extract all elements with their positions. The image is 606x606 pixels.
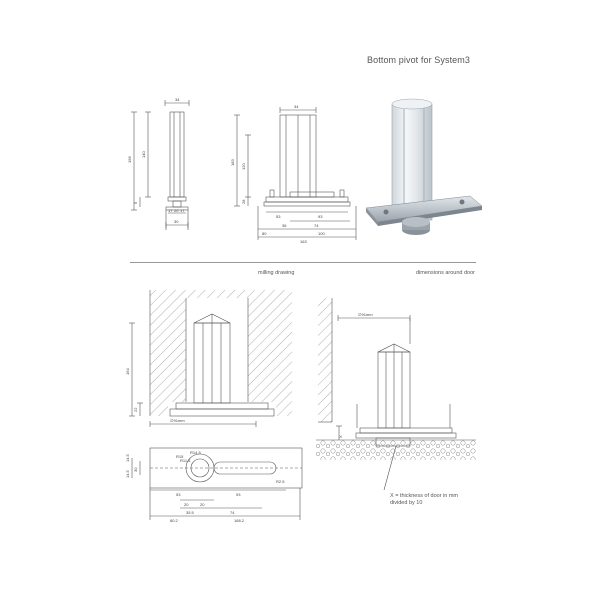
dim-label: ∅91mm — [358, 312, 373, 317]
dim-label: R14.5 — [190, 450, 201, 455]
dim-label: 35.5 — [186, 510, 195, 515]
dim-label: 30 — [174, 219, 179, 224]
drawing-side-view — [131, 100, 190, 230]
dim-label: 100 — [318, 231, 325, 236]
dim-label: 53 — [276, 214, 281, 219]
dim-label: 17 — [168, 208, 173, 213]
dim-label: 17 — [180, 208, 185, 213]
dim-label: 20 — [184, 502, 189, 507]
dim-label: 34 — [175, 97, 180, 102]
dim-label: 80.2 — [170, 518, 179, 523]
dim-label: 14.5 — [125, 453, 130, 462]
dim-label: 14.5 — [125, 469, 130, 478]
dim-label: ∅91mm — [170, 418, 185, 423]
dim-label: 5 — [133, 201, 138, 204]
dim-label: 93 — [236, 492, 241, 497]
dim-label: X — [338, 435, 343, 438]
dim-label: 196 — [127, 156, 132, 163]
dim-label: R2.5 — [276, 479, 285, 484]
product-photo — [358, 88, 488, 252]
dim-label: 22 — [133, 407, 138, 412]
dim-label: R11.5 — [180, 458, 191, 463]
dim-label: 74 — [314, 223, 319, 228]
dim-label: 163 — [300, 239, 307, 244]
dim-label: 80 — [262, 231, 267, 236]
dim-label: 164 — [125, 368, 130, 375]
dim-label: 74 — [230, 510, 235, 515]
page-title: Bottom pivot for System3 — [367, 55, 470, 65]
dim-label: 28 — [241, 199, 246, 204]
dim-label: 183 — [230, 159, 235, 166]
dim-label: 53 — [176, 492, 181, 497]
dim-label: 34 — [294, 104, 299, 109]
dim-label: 36 — [282, 223, 287, 228]
caption-dimensions-door: dimensions around door — [416, 270, 476, 276]
dim-label: 120 — [241, 163, 246, 170]
drawing-milling — [129, 290, 303, 520]
drawing-door — [316, 298, 476, 491]
dim-label: 93 — [318, 214, 323, 219]
drawing-front-view — [234, 107, 357, 240]
caption-milling: milling drawing — [258, 270, 295, 276]
section-divider — [130, 262, 476, 263]
dim-label: 140 — [141, 151, 146, 158]
dim-label: 20 — [174, 208, 179, 213]
door-thickness-note: X = thickness of door in mm divided by 1… — [390, 493, 459, 506]
dim-label: 168.2 — [234, 518, 245, 523]
dim-label: R15 — [176, 454, 184, 459]
dim-label: 20 — [200, 502, 205, 507]
dim-label: 30 — [133, 467, 138, 472]
